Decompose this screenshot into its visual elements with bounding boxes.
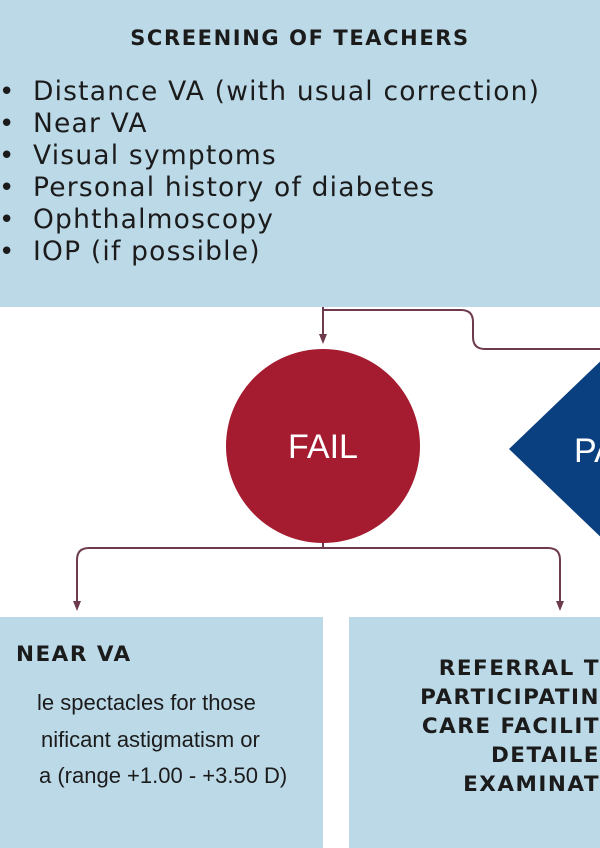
bullet-icon: • [0, 205, 16, 235]
referral-text-line: EXAMINAT [463, 772, 600, 797]
referral-box [349, 617, 600, 848]
pass-diamond [509, 361, 600, 537]
list-item-label: Visual symptoms [33, 140, 277, 171]
bullet-icon: • [0, 173, 16, 203]
near-va-text-line: le spectacles for those [37, 690, 256, 715]
bullet-icon: • [0, 77, 16, 107]
list-item-label: Distance VA (with usual correction) [33, 76, 541, 107]
list-item: • Visual symptoms [0, 140, 540, 172]
list-item: • Near VA [0, 108, 540, 140]
referral-text-line: REFERRAL T [438, 656, 600, 681]
bullet-icon: • [0, 141, 16, 171]
near-va-text-line: a (range +1.00 - +3.50 D) [39, 763, 288, 788]
near-va-title: NEAR VA [16, 642, 132, 667]
list-item-label: Ophthalmoscopy [33, 204, 275, 235]
list-item-label: Near VA [33, 108, 148, 139]
connector-to-pass [323, 309, 600, 350]
connector-fail-to-referral [323, 547, 564, 611]
list-item: • Personal history of diabetes [0, 172, 540, 204]
list-item: • Ophthalmoscopy [0, 204, 540, 236]
referral-text-line: DETAILE [490, 743, 600, 768]
list-item-label: Personal history of diabetes [33, 172, 436, 203]
near-va-box [0, 617, 323, 848]
list-item-label: IOP (if possible) [33, 236, 261, 267]
near-va-text-line: nificant astigmatism or [41, 727, 260, 752]
referral-text-line: PARTICIPATIN [420, 685, 600, 710]
bullet-icon: • [0, 109, 16, 139]
screening-title: SCREENING OF TEACHERS [130, 26, 470, 50]
referral-text-line: CARE FACILIT [421, 714, 600, 739]
list-item: • IOP (if possible) [0, 236, 540, 268]
connector-fail-to-near-va [73, 534, 324, 611]
fail-label: FAIL [288, 428, 358, 466]
pass-label: PA [574, 432, 600, 470]
list-item: • Distance VA (with usual correction) [0, 76, 540, 108]
screening-list: • Distance VA (with usual correction) • Ne… [0, 76, 540, 268]
fail-circle [226, 349, 420, 543]
bullet-icon: • [0, 237, 16, 267]
screening-box: SCREENING OF TEACHERS • Distance VA (with… [0, 0, 600, 307]
